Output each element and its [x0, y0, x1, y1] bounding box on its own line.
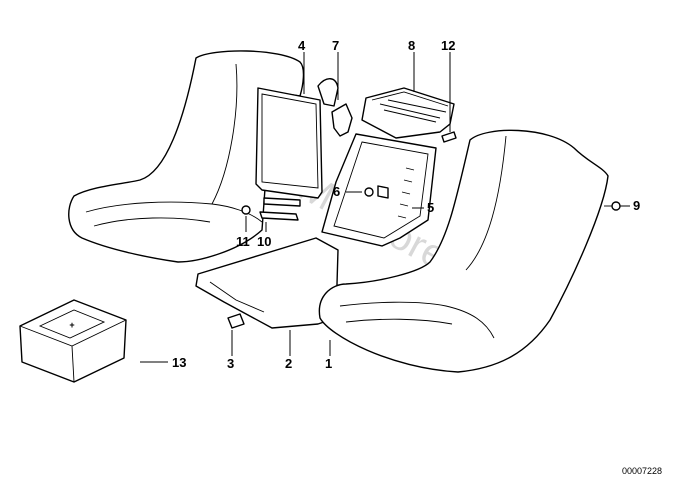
part-1-seat: [318, 129, 609, 373]
part-7-bracket: [317, 78, 353, 137]
part-2-tray: [195, 237, 339, 329]
callout-8: 8: [408, 38, 415, 53]
part-10-clip: [259, 197, 301, 221]
callout-1: 1: [325, 356, 332, 371]
part-6-fastener: [364, 185, 389, 199]
part-9-bolt: [604, 201, 621, 211]
reference-number: 00007228: [622, 466, 662, 476]
callout-labels: 4 7 8 12 6 5 9 11 10 3 2 1 13: [172, 38, 640, 371]
part-8-cover: [361, 87, 455, 139]
callout-3: 3: [227, 356, 234, 371]
part-12-screw: [441, 131, 457, 143]
callout-5: 5: [427, 200, 434, 215]
callout-11: 11: [236, 234, 250, 249]
part-13-first-aid-kit: +: [19, 299, 127, 383]
part-11-screw: [241, 205, 251, 215]
callout-2: 2: [285, 356, 292, 371]
callout-6: 6: [333, 184, 340, 199]
callout-12: 12: [441, 38, 455, 53]
callout-7: 7: [332, 38, 339, 53]
leader-lines: [140, 52, 630, 363]
callout-10: 10: [257, 234, 271, 249]
svg-text:+: +: [69, 320, 74, 330]
callout-9: 9: [633, 198, 640, 213]
callout-13: 13: [172, 355, 186, 370]
callout-4: 4: [298, 38, 306, 53]
part-4-panel: [255, 87, 323, 199]
part-3-clip: [227, 313, 245, 329]
